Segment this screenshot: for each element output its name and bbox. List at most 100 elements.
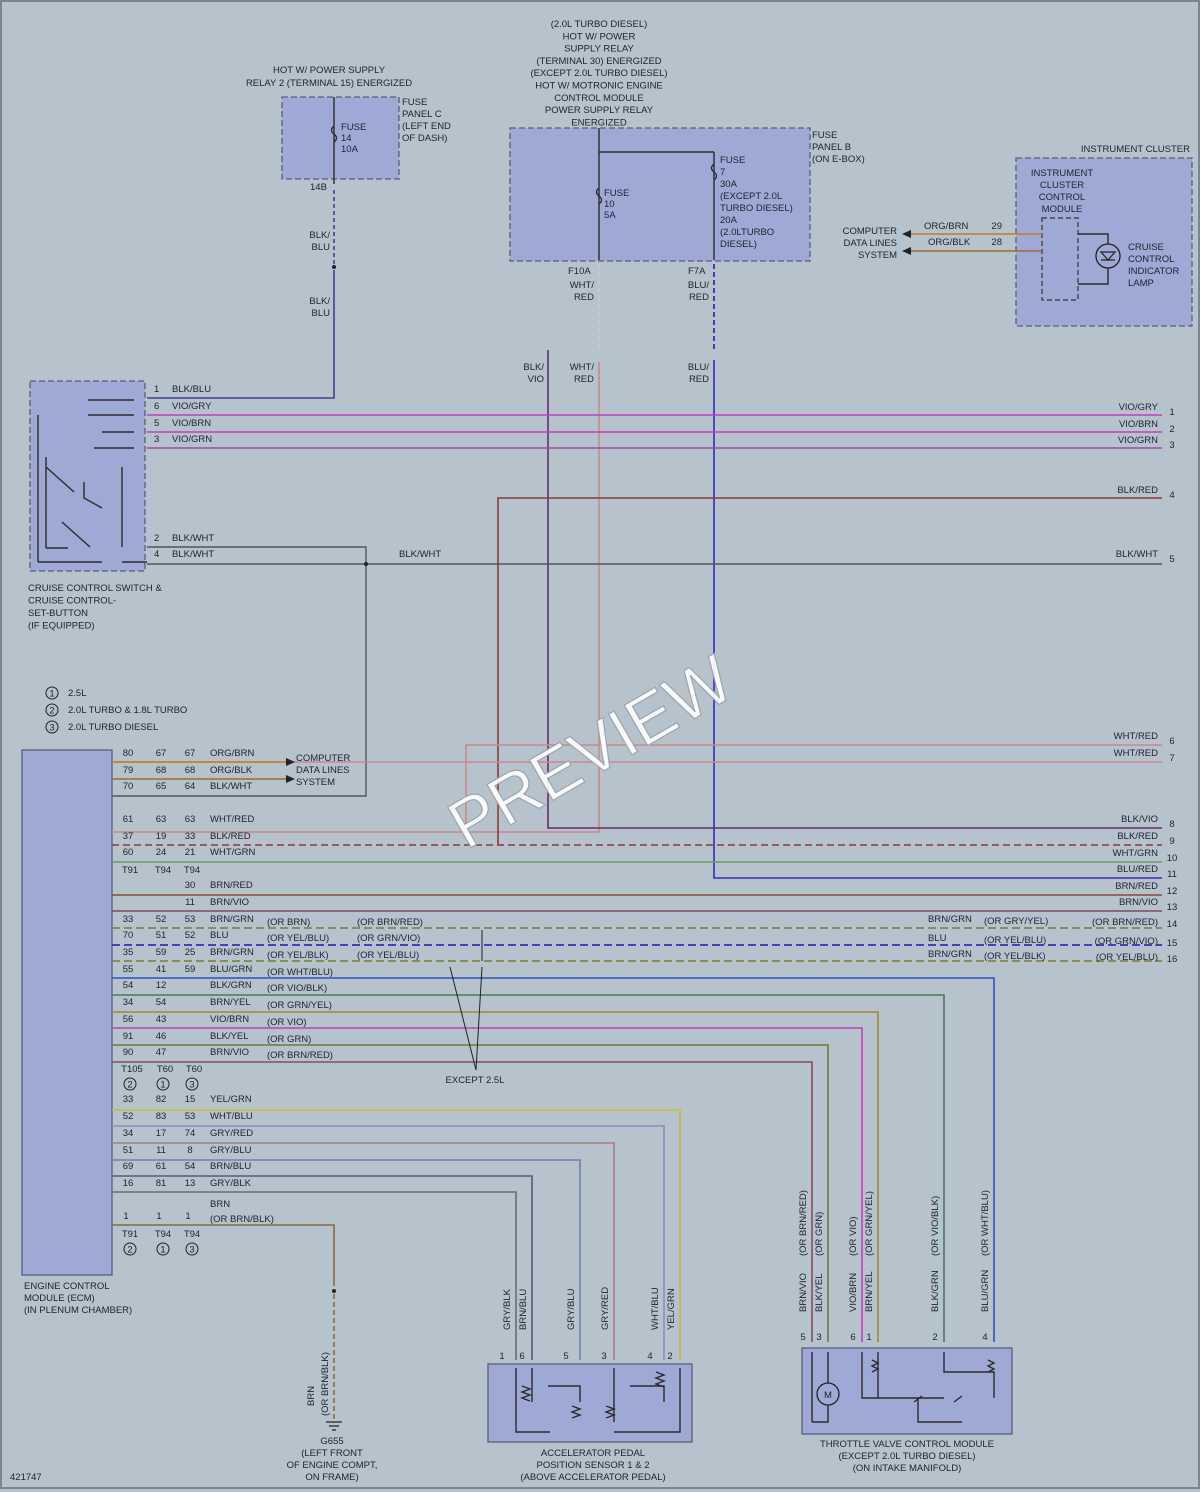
ecm-connector: T60 bbox=[186, 1064, 202, 1075]
splice-dot bbox=[332, 1289, 336, 1293]
terminal-f10a: F10A bbox=[568, 266, 591, 277]
ecm-connector-variant-num: 3 bbox=[189, 1080, 194, 1091]
ecm-pin: 8 bbox=[187, 1145, 192, 1156]
wire-blk-blu-lower bbox=[147, 270, 335, 399]
wire-blu-red-down bbox=[713, 360, 1162, 879]
ecm-label: MODULE (ECM) bbox=[24, 1293, 95, 1304]
ref-number: 11 bbox=[1167, 869, 1177, 880]
watermark: PREVIEW bbox=[436, 641, 746, 864]
ecm-wire-alt: (OR GRN) bbox=[267, 1034, 311, 1045]
ecm-label: (IN PLENUM CHAMBER) bbox=[24, 1305, 132, 1316]
ecm-connector: T60 bbox=[157, 1064, 173, 1075]
cruise-switch-label: CRUISE CONTROL- bbox=[28, 596, 116, 607]
hot-fuse-panel-b-label: CONTROL MODULE bbox=[554, 93, 643, 104]
ecm-pin: 63 bbox=[185, 814, 196, 825]
ecm-pin: 53 bbox=[185, 914, 196, 925]
ecm-wire-alt2: (OR YEL/BLU) bbox=[357, 950, 419, 961]
blu-red-label: BLU/ bbox=[688, 362, 709, 373]
fuse-panel-c-label: (LEFT END bbox=[402, 121, 451, 132]
wire-gry-blu-pedal bbox=[112, 1159, 581, 1360]
ecm-pin: 61 bbox=[123, 814, 134, 825]
instrument-cluster-box bbox=[1015, 157, 1193, 327]
ecm-pin: 11 bbox=[156, 1145, 166, 1156]
cluster-pin-29: 29 bbox=[991, 221, 1002, 232]
switch-wire-label: BLK/BLU bbox=[172, 384, 211, 395]
cruise-switch-label: (IF EQUIPPED) bbox=[28, 621, 95, 632]
fuse7-label: 30A bbox=[720, 179, 738, 190]
legend-text: 2.5L bbox=[68, 688, 87, 699]
pedal-pin: 1 bbox=[499, 1351, 504, 1362]
ecm-pin: 17 bbox=[156, 1128, 167, 1139]
terminal-f7a: F7A bbox=[688, 266, 706, 277]
ecm-connector-variant-num: 1 bbox=[160, 1080, 165, 1091]
fuse-panel-c-box bbox=[281, 96, 400, 180]
right-wire-label: BRN/VIO bbox=[1119, 897, 1158, 908]
ecm-pin: 60 bbox=[123, 847, 134, 858]
ecm-wire-label: BLK/RED bbox=[210, 831, 251, 842]
wire-blk-yel-throttle bbox=[112, 1044, 829, 1342]
throttle-wire-label: BLK/GRN bbox=[930, 1270, 941, 1312]
ecm-connector-variant bbox=[185, 1077, 199, 1091]
ground-label: (LEFT FRONT bbox=[301, 1448, 363, 1459]
throttle-wire-alt: (OR BRN/RED) bbox=[798, 1190, 809, 1256]
ref-number: 7 bbox=[1169, 753, 1174, 764]
throttle-pin: 3 bbox=[816, 1332, 821, 1343]
throttle-pin: 1 bbox=[866, 1332, 871, 1343]
wht-red-label: RED bbox=[574, 292, 594, 303]
ecm-ground-pin: 1 bbox=[123, 1211, 128, 1222]
hot-fuse-panel-b-label: SUPPLY RELAY bbox=[564, 44, 634, 55]
fuse10-symbol bbox=[595, 187, 603, 205]
fuse7-label: (2.0LTURBO bbox=[720, 227, 774, 238]
right-wire-label: BRN/RED bbox=[1115, 881, 1158, 892]
cluster-computer-label: COMPUTER bbox=[843, 226, 898, 237]
ecm-box bbox=[21, 749, 113, 1276]
ecm-label: ENGINE CONTROL bbox=[24, 1281, 110, 1292]
fuse7-label: DIESEL) bbox=[720, 239, 757, 250]
throttle-pin: 2 bbox=[932, 1332, 937, 1343]
fuse14-symbol bbox=[330, 125, 338, 143]
ecm-computer-label: SYSTEM bbox=[296, 777, 335, 788]
ref-number: 10 bbox=[1167, 853, 1178, 864]
right-wire-label: BLK/RED bbox=[1117, 831, 1158, 842]
wire-blu-grn-throttle bbox=[112, 977, 995, 1342]
ecm-wire-label: ORG/BLK bbox=[210, 765, 253, 776]
ecm-pin: 79 bbox=[123, 765, 134, 776]
ecm-pin: 80 bbox=[123, 748, 134, 759]
ref-number: 8 bbox=[1169, 819, 1174, 830]
fuse7-label: (EXCEPT 2.0L bbox=[720, 191, 782, 202]
ecm-wire-alt: (OR GRN/YEL) bbox=[267, 1000, 332, 1011]
ecm-wire-alt: (OR BRN/RED) bbox=[267, 1050, 333, 1061]
ref-number: 14 bbox=[1167, 919, 1178, 930]
ecm-pin: 67 bbox=[185, 748, 196, 759]
ecm-pin: 69 bbox=[123, 1161, 134, 1172]
ecm-connector-variant bbox=[123, 1242, 137, 1256]
legend-text: 2.0L TURBO & 1.8L TURBO bbox=[68, 705, 187, 716]
cluster-module-label: CONTROL bbox=[1039, 192, 1085, 203]
ecm-pin: 19 bbox=[156, 831, 167, 842]
switch-wire-label: VIO/GRY bbox=[172, 401, 212, 412]
ecm-wire-alt: (OR YEL/BLU) bbox=[267, 933, 329, 944]
ecm-pin: 33 bbox=[123, 1094, 134, 1105]
switch-contacts bbox=[37, 399, 147, 563]
ecm-pin: 15 bbox=[185, 1094, 196, 1105]
ecm-pin: 54 bbox=[123, 980, 134, 991]
ecm-connector: T94 bbox=[184, 865, 200, 876]
ecm-pin: 51 bbox=[156, 930, 167, 941]
pedal-wire-label: WHT/BLU bbox=[650, 1287, 661, 1330]
ref-number: 5 bbox=[1169, 554, 1174, 565]
ecm-wire-alt2: (OR GRN/VIO) bbox=[357, 933, 420, 944]
figure-id: 421747 bbox=[10, 1472, 42, 1483]
fuse-panel-c-label: OF DASH) bbox=[402, 133, 447, 144]
cluster-computer-label: DATA LINES bbox=[844, 238, 898, 249]
ecm-wire-label: BLK/YEL bbox=[210, 1031, 249, 1042]
ecm-pin: 52 bbox=[185, 930, 196, 941]
ecm-pin: 81 bbox=[156, 1178, 167, 1189]
pedal-pin: 5 bbox=[563, 1351, 568, 1362]
ecm-connector-variant-num: 1 bbox=[160, 1245, 165, 1256]
legend-marker bbox=[45, 686, 59, 700]
pedal-wire-label: BRN/BLU bbox=[518, 1289, 529, 1330]
right-wire-label: VIO/GRY bbox=[1119, 402, 1159, 413]
ecm-pin: 34 bbox=[123, 1128, 134, 1139]
ecm-computer-label: COMPUTER bbox=[296, 753, 351, 764]
ecm-wire-label: WHT/BLU bbox=[210, 1111, 253, 1122]
